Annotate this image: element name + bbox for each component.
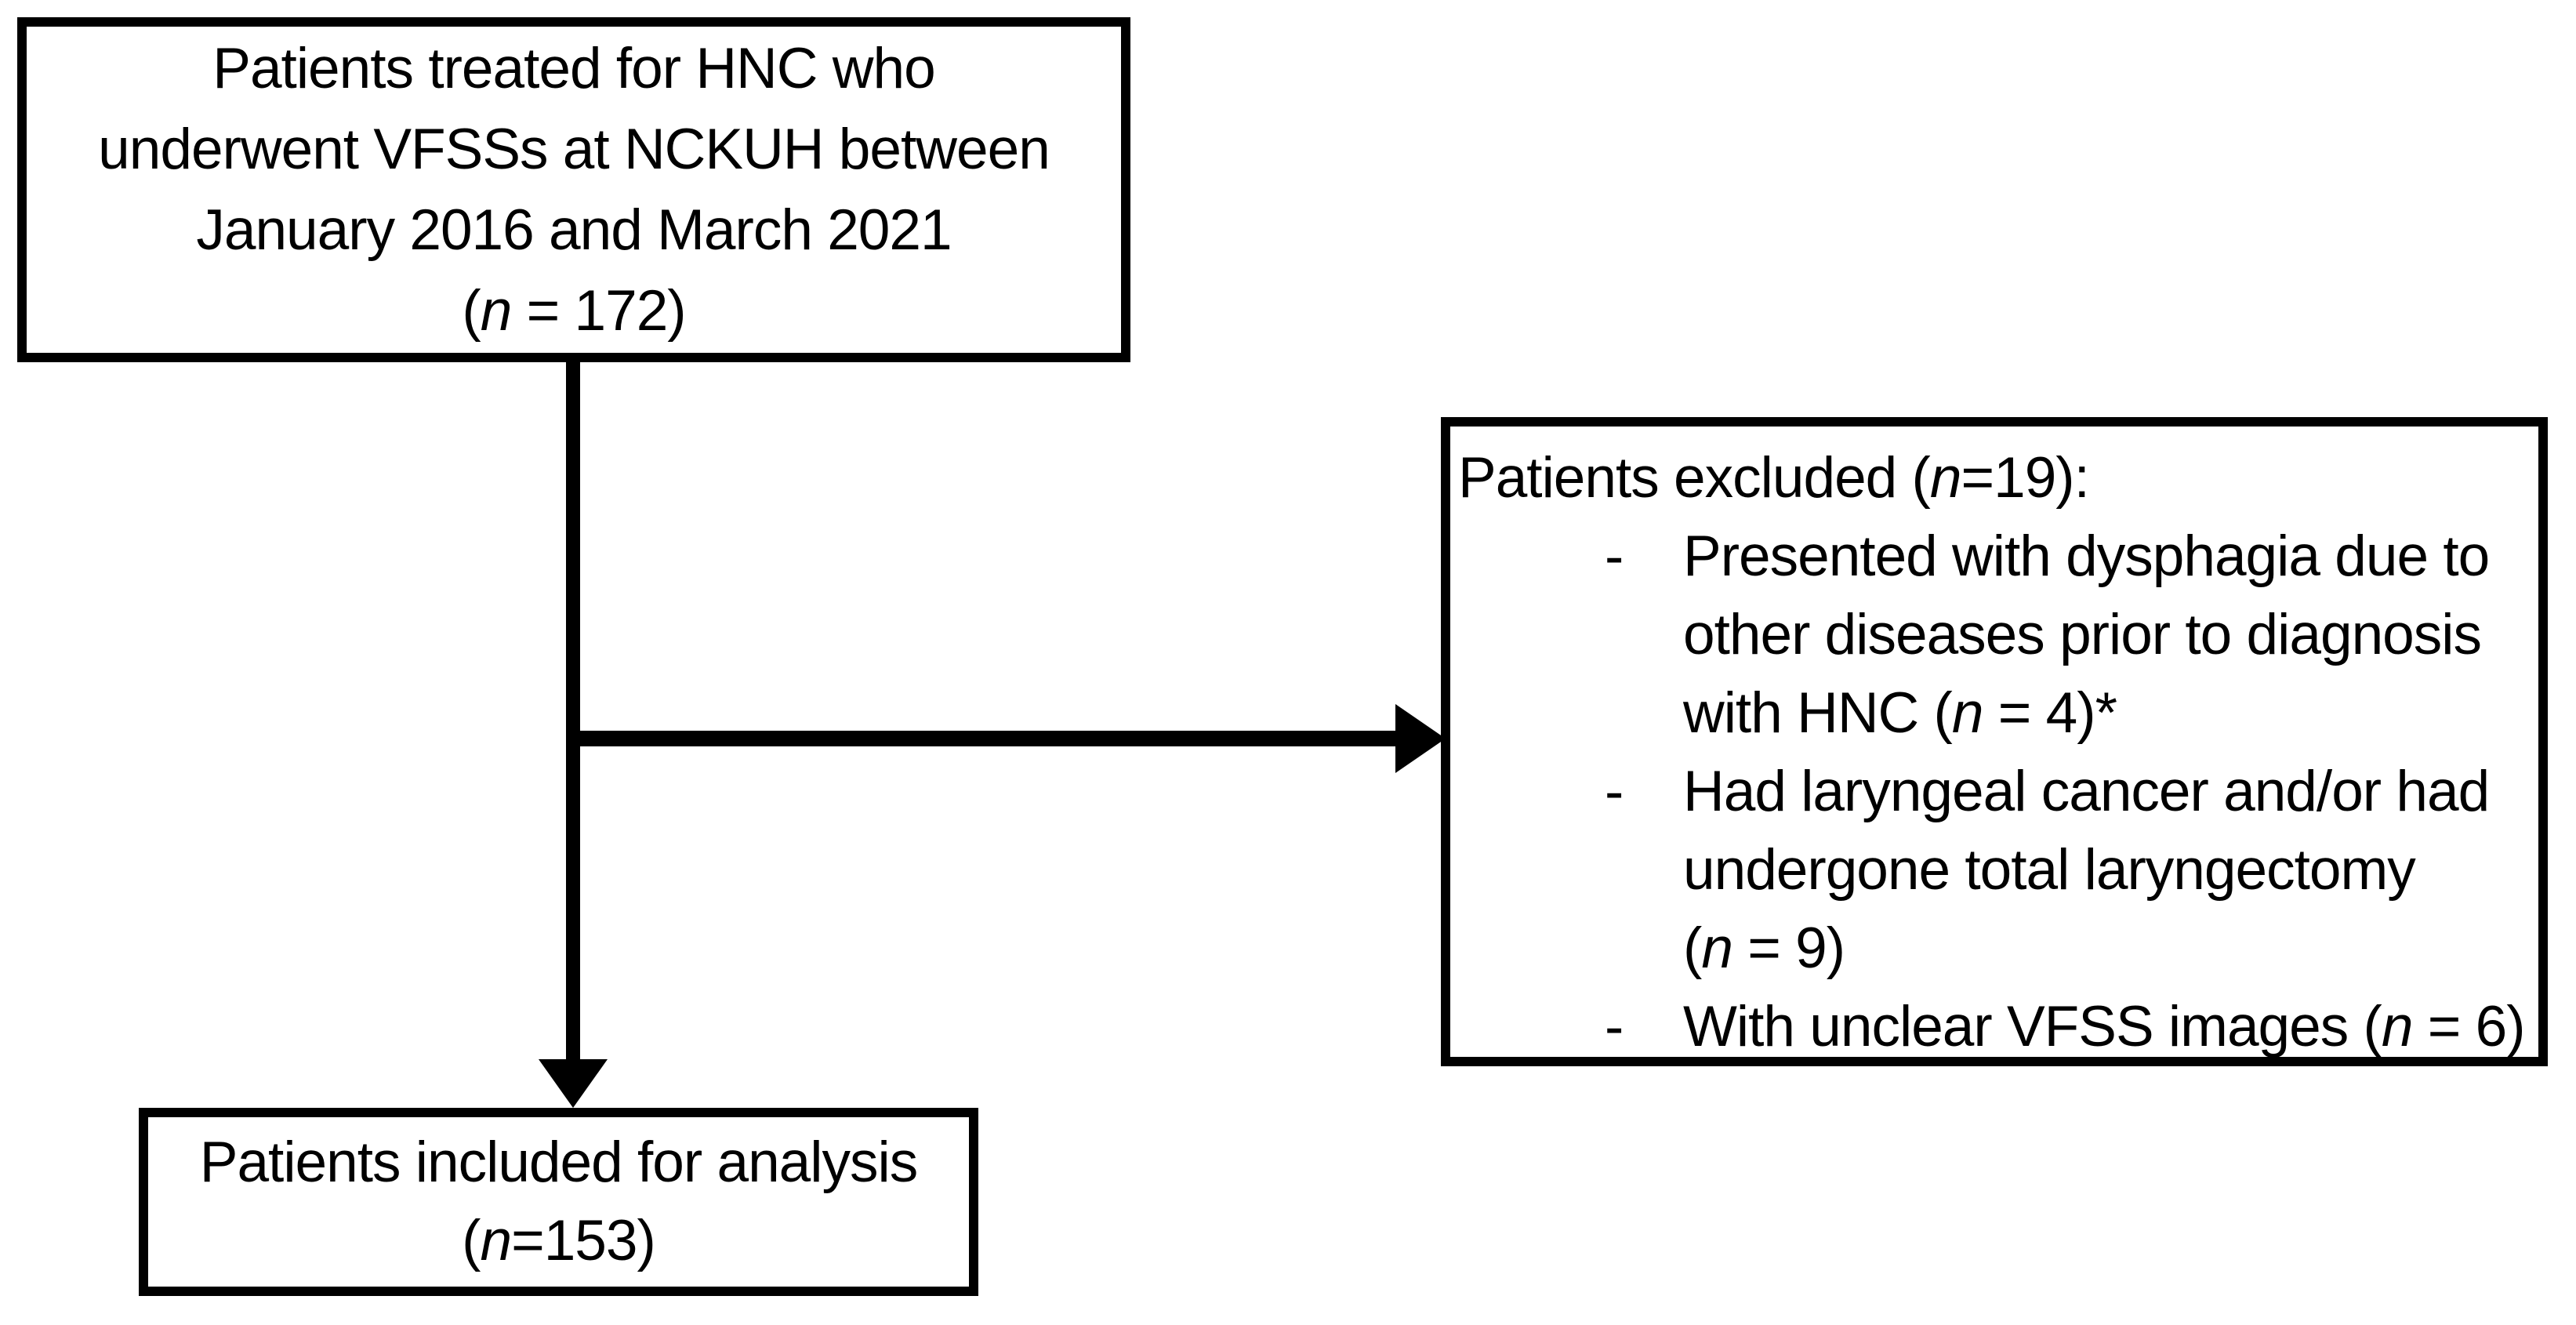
enrollment-box-text: Patients treated for HNC who underwent VF… bbox=[98, 28, 1050, 351]
italic-n: n bbox=[2381, 995, 2414, 1058]
text-segment: = 4)* bbox=[1983, 681, 2117, 745]
text-line: other diseases prior to diagnosis bbox=[1683, 596, 2529, 674]
text-line: (n = 9) bbox=[1683, 909, 2529, 988]
text-line: underwent VFSSs at NCKUH between bbox=[98, 109, 1050, 190]
text-segment: =19): bbox=[1961, 446, 2089, 510]
italic-n: n bbox=[1951, 681, 1984, 745]
text-line: undergone total laryngectomy bbox=[1683, 831, 2529, 909]
text-segment: =153) bbox=[511, 1209, 656, 1272]
text-segment: ( bbox=[462, 1209, 481, 1272]
excluded-box: Patients excluded (n=19): -Presented wit… bbox=[1441, 417, 2548, 1066]
text-segment: January 2016 and March 2021 bbox=[196, 198, 952, 262]
italic-n: n bbox=[480, 1209, 512, 1272]
text-line: Had laryngeal cancer and/or had bbox=[1683, 753, 2529, 831]
text-segment: underwent VFSSs at NCKUH between bbox=[98, 118, 1050, 181]
text-line: Presented with dysphagia due to bbox=[1683, 517, 2529, 596]
text-segment: = 9) bbox=[1732, 917, 1845, 980]
text-line: January 2016 and March 2021 bbox=[98, 190, 1050, 270]
text-line: With unclear VFSS images (n = 6) bbox=[1683, 988, 2529, 1058]
text-segment: Patients excluded ( bbox=[1458, 446, 1931, 510]
text-line: (n=153) bbox=[200, 1202, 917, 1280]
text-segment: Presented with dysphagia due to bbox=[1683, 525, 2490, 588]
excluded-box-header: Patients excluded (n=19): bbox=[1458, 439, 2529, 517]
text-segment: = 172) bbox=[511, 279, 687, 343]
arrowhead-down-icon bbox=[539, 1059, 608, 1108]
text-segment: Patients treated for HNC who bbox=[212, 37, 935, 100]
text-segment: other diseases prior to diagnosis bbox=[1683, 603, 2482, 666]
text-segment: Had laryngeal cancer and/or had bbox=[1683, 760, 2490, 823]
text-segment: ( bbox=[462, 279, 481, 343]
bullet-dash: - bbox=[1605, 760, 1624, 823]
italic-n: n bbox=[1929, 446, 1962, 510]
bullet-dash: - bbox=[1605, 525, 1624, 588]
text-line: (n = 172) bbox=[98, 270, 1050, 351]
text-line: Patients included for analysis bbox=[199, 1124, 918, 1202]
text-line: Patients treated for HNC who bbox=[98, 28, 1050, 109]
exclusion-item-text: Presented with dysphagia due to other dis… bbox=[1683, 517, 2529, 753]
arrowhead-right-icon bbox=[1395, 704, 1446, 773]
flow-connector-vertical bbox=[566, 361, 580, 1061]
italic-n: n bbox=[480, 279, 513, 343]
exclusion-item: -Presented with dysphagia due to other di… bbox=[1458, 517, 2529, 753]
text-segment: Patients included for analysis bbox=[199, 1131, 918, 1194]
included-box-text: Patients included for analysis (n=153) bbox=[199, 1124, 918, 1280]
text-segment: ( bbox=[1683, 917, 1702, 980]
text-line: Patients excluded (n=19): bbox=[1458, 439, 2529, 517]
exclusion-item: -Had laryngeal cancer and/or had undergon… bbox=[1458, 753, 2529, 988]
text-segment: undergone total laryngectomy bbox=[1683, 838, 2416, 902]
flow-connector-horizontal bbox=[566, 731, 1395, 746]
text-segment: With unclear VFSS images ( bbox=[1683, 995, 2382, 1058]
exclusion-item: -With unclear VFSS images (n = 6) bbox=[1458, 988, 2529, 1058]
bullet-dash: - bbox=[1605, 995, 1624, 1058]
exclusion-item-text: Had laryngeal cancer and/or had undergone… bbox=[1683, 753, 2529, 988]
text-line: with HNC (n = 4)* bbox=[1683, 674, 2529, 753]
exclusion-item-text: With unclear VFSS images (n = 6) bbox=[1683, 988, 2529, 1058]
enrollment-box: Patients treated for HNC who underwent VF… bbox=[17, 17, 1130, 362]
text-segment: = 6) bbox=[2412, 995, 2526, 1058]
included-box: Patients included for analysis (n=153) bbox=[139, 1108, 978, 1296]
text-segment: with HNC ( bbox=[1683, 681, 1953, 745]
italic-n: n bbox=[1701, 917, 1733, 980]
